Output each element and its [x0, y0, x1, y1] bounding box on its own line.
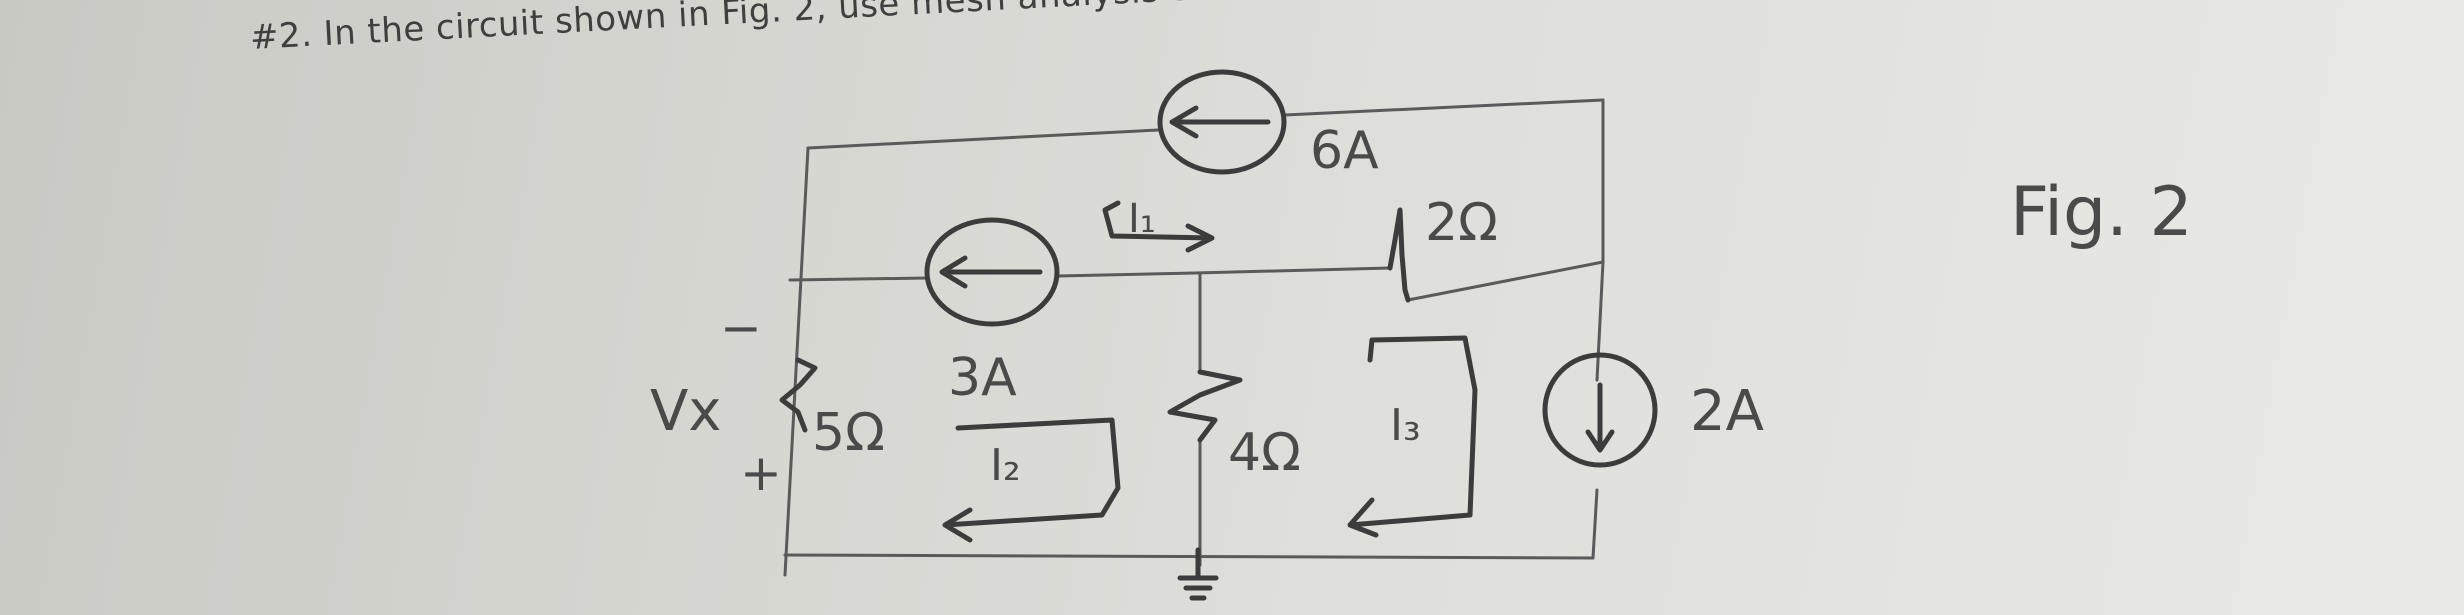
- label-6a: 6A: [1310, 121, 1379, 181]
- label-vx: Vx: [650, 379, 721, 444]
- label-2a: 2A: [1690, 379, 1764, 444]
- label-5-ohm: 5Ω: [812, 403, 885, 463]
- label-3a: 3A: [948, 348, 1017, 408]
- figure-label: Fig. 2: [2010, 173, 2193, 252]
- label-vx-plus: +: [740, 444, 782, 502]
- label-i1: I₁: [1128, 196, 1156, 242]
- mesh-arrow-i3: [1347, 335, 1478, 538]
- label-vx-minus: −: [720, 299, 762, 357]
- wire-top: [806, 98, 1605, 150]
- current-source-2a: [1542, 352, 1658, 468]
- resistor-2-ohm: [1387, 207, 1411, 303]
- label-i3: I₃: [1390, 400, 1421, 451]
- label-4-ohm: 4Ω: [1228, 423, 1301, 483]
- current-source-6a: [1157, 69, 1287, 175]
- label-i2: I₂: [990, 440, 1021, 491]
- wire-middle: [788, 260, 1605, 302]
- resistor-5-ohm: [779, 357, 818, 433]
- current-source-3a: [924, 217, 1060, 327]
- mesh-arrow-i2: [942, 417, 1121, 543]
- wire-right-inner: [1591, 260, 1605, 560]
- ground-icon: [1177, 547, 1219, 601]
- label-2-ohm: 2Ω: [1425, 193, 1498, 253]
- resistor-4-ohm: [1167, 369, 1243, 443]
- wire-bottom: [783, 553, 1595, 560]
- mesh-arrow-i1: [1102, 200, 1215, 253]
